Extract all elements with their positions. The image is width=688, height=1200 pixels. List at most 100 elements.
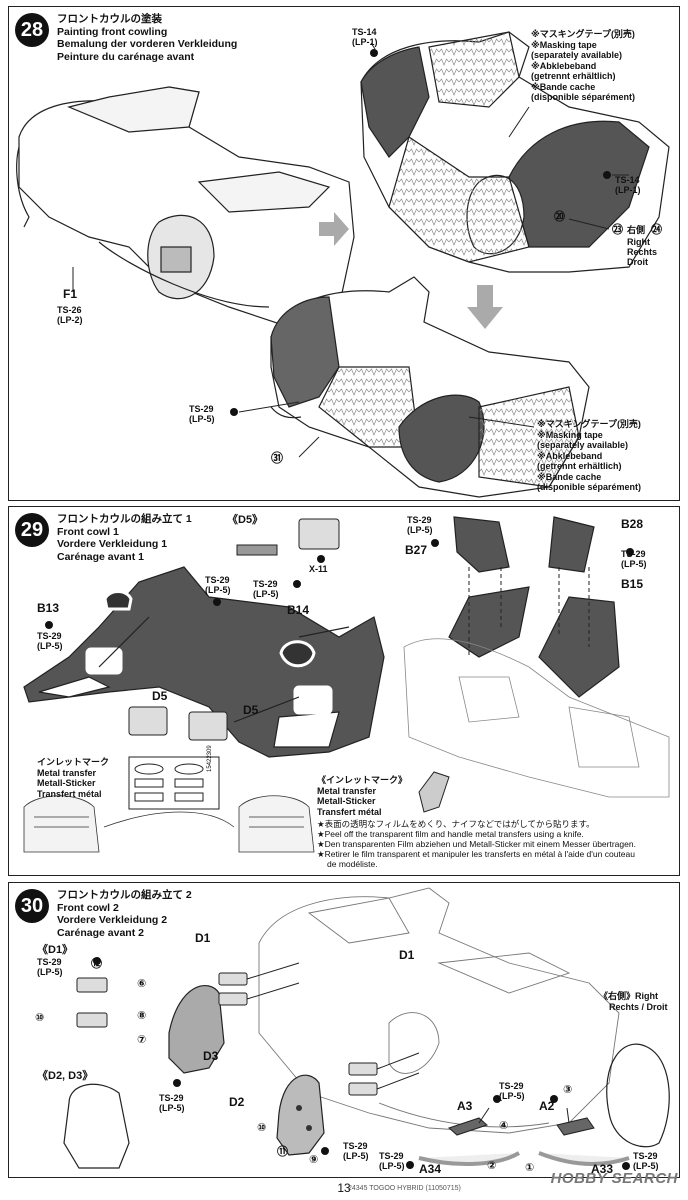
d2-d3-outline [63,1083,130,1169]
part-label-d1-b: D1 [399,948,415,962]
step-30-illustration [63,887,670,1170]
part-label-b14: B14 [287,603,310,617]
marker-9: ⑨ [309,1154,319,1166]
inlet-instructions: ★表面の透明なフィルムをめくり、ナイフなどではがしてから貼ります。 ★Peel … [317,819,636,869]
part-d3 [168,984,225,1074]
inlet-en: Metal transfer [37,767,97,778]
inlet-fr: Transfert métal [37,788,102,799]
lp5-e: (LP-5) [621,559,647,569]
car-body-sketch [403,638,670,798]
lp5-b: (LP-5) [205,585,231,595]
ts29-c: TS-29 [253,579,278,589]
assembly-arrows [98,616,350,723]
ts29-a: TS-29 [37,631,62,641]
paint-ts14-right: TS-14 [615,175,640,185]
cowl-unpainted [16,86,355,328]
inlet2-fr: Transfert métal [317,806,382,817]
paint-markers [93,957,630,1170]
right-fr: Droit [627,257,648,267]
step-28-illustration [16,31,670,498]
mask-note-line: ※マスキングテープ(別売) [537,419,641,429]
step-28-panel: 28 フロントカウルの塗装 Painting front cowling Bem… [8,6,680,501]
sheet-code: 15422309 [207,745,213,772]
ts29-4: TS-29 [499,1081,524,1091]
paint-lp2: (LP-2) [57,315,83,325]
title-de: Vordere Verkleidung 2 [57,914,168,926]
footer-code: 24345 TOGOO HYBRID (11050715) [348,1185,461,1192]
mask-note-line: ※Abklebeband [537,450,603,461]
assembly-arrows [246,962,570,1124]
right-sub: Rechts / Droit [609,1002,668,1012]
lp5-5: (LP-5) [379,1161,405,1171]
marker-10-b: ⑩ [257,1122,267,1134]
paint-markers [230,49,611,416]
part-label-d2: D2 [229,1095,245,1109]
marker-10-a: ⑩ [35,1012,45,1024]
d5-header: 《D5》 [227,514,264,526]
mask-note-bottom: ※マスキングテープ(別売) ※Masking tape (separately … [537,419,641,493]
lp5-3: (LP-5) [343,1151,369,1161]
part-label-d1-a: D1 [195,931,211,945]
marker-7: ⑦ [137,1034,147,1046]
paint-lp1-right: (LP-1) [615,185,641,195]
ts29-2: TS-29 [159,1093,184,1103]
step-29-illustration [23,516,670,853]
cowl-masked [360,31,670,273]
ts29-d: TS-29 [407,515,432,525]
step-number-28: 28 [15,13,49,47]
right-en: Right [627,237,650,247]
part-label-a33: A33 [591,1162,614,1176]
mask-note-line: ※マスキングテープ(別売) [531,29,635,39]
right-shield-outline [606,1043,670,1148]
inlet2-en: Metal transfer [317,785,377,796]
watermark: HOBBY SEARCH [550,1170,678,1187]
ts29-e: TS-29 [621,549,646,559]
step-29-panel: 29 フロントカウルの組み立て 1 Front cowl 1 Vordere V… [8,506,680,876]
step-30-titles: フロントカウルの組み立て 2 Front cowl 2 Vordere Verk… [57,889,192,939]
part-label-f1: F1 [63,287,78,301]
part-label-b28: B28 [621,517,644,531]
x11-label: X-11 [309,564,328,574]
part-label-d5-a: D5 [152,689,168,703]
page-number: 13 [337,1181,351,1195]
step-29-titles: フロントカウルの組み立て 1 Front cowl 1 Vordere Verk… [57,513,192,563]
circle-4: ④ [499,1120,509,1132]
cowl-painted [270,276,590,498]
metal-transfer-sheet [128,756,220,810]
paint-ts29: TS-29 [189,404,214,414]
marker-8: ⑧ [137,1010,147,1022]
lp5-4: (LP-5) [499,1091,525,1101]
title-jp: フロントカウルの組み立て 1 [57,513,192,525]
arrow-right-icon [319,212,349,246]
mask-note-line: (separately available) [537,440,629,450]
title-fr: Carénage avant 2 [57,926,144,939]
note-line: ★Retirer le film transparent et manipule… [317,849,635,859]
d1-header: 《D1》 [37,944,74,956]
marker-12: ⑫ [91,958,102,970]
part-d2 [276,1074,325,1156]
mask-note-line: (disponible séparément) [531,92,636,102]
step-28-titles: フロントカウルの塗装 Painting front cowling Bemalu… [57,13,237,63]
mask-note-top: ※マスキングテープ(別売) ※Masking tape (separately … [531,29,635,103]
part-label-b13: B13 [37,601,60,615]
right-jp: 右側 [627,225,646,235]
inlet-labels: インレットマーク Metal transfer Metall-Sticker T… [37,757,109,799]
title-jp: フロントカウルの塗装 [57,13,162,25]
step-30-panel: 30 フロントカウルの組み立て 2 Front cowl 2 Vordere V… [8,882,680,1178]
paint-ts26: TS-26 [57,305,82,315]
mask-note-line: (getrennt erhältlich) [537,461,622,471]
step-number-29: 29 [15,513,49,547]
ts29-6: TS-29 [633,1151,658,1161]
hobby-knife-icon [418,771,450,813]
mask-note-line: (disponible séparément) [537,482,642,492]
title-en: Painting front cowling [57,25,168,38]
paint-lp5: (LP-5) [189,414,215,424]
part-label-b15: B15 [621,577,644,591]
title-jp: フロントカウルの組み立て 2 [57,889,192,901]
paint-ts14-top: TS-14 [352,27,377,37]
circle-1: ① [525,1162,535,1174]
title-de: Bemalung der vorderen Verkleidung [57,38,238,50]
a33-a34-parts [418,1151,630,1167]
lp5-c: (LP-5) [253,589,279,599]
marker-23: ㉓ [612,224,623,236]
